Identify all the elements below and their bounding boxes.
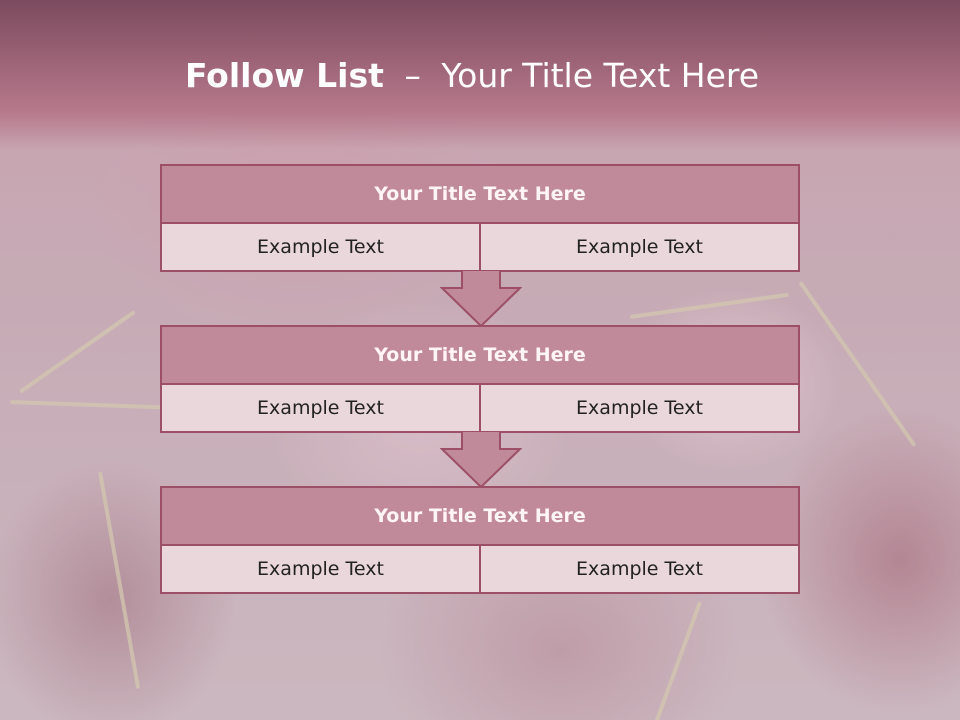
block-row: Example Text Example Text bbox=[162, 546, 798, 592]
block-cell-left: Example Text bbox=[257, 397, 384, 419]
list-block-2: Your Title Text Here Example Text Exampl… bbox=[160, 325, 800, 433]
block-cell-left: Example Text bbox=[257, 558, 384, 580]
down-arrow-icon bbox=[440, 270, 522, 328]
block-cell-right: Example Text bbox=[479, 385, 798, 431]
slide-title: Follow List – Your Title Text Here bbox=[0, 56, 944, 95]
block-cell-right: Example Text bbox=[479, 224, 798, 270]
block-heading: Your Title Text Here bbox=[162, 327, 798, 385]
block-cell-right: Example Text bbox=[479, 546, 798, 592]
block-cell-left: Example Text bbox=[257, 236, 384, 258]
list-block-1: Your Title Text Here Example Text Exampl… bbox=[160, 164, 800, 272]
block-row: Example Text Example Text bbox=[162, 385, 798, 431]
header-band bbox=[0, 0, 960, 150]
block-heading: Your Title Text Here bbox=[162, 488, 798, 546]
list-block-3: Your Title Text Here Example Text Exampl… bbox=[160, 486, 800, 594]
down-arrow-icon bbox=[440, 431, 522, 489]
title-dash: – bbox=[404, 56, 421, 95]
title-rest: Your Title Text Here bbox=[441, 56, 760, 95]
block-heading: Your Title Text Here bbox=[162, 166, 798, 224]
title-bold: Follow List bbox=[184, 56, 384, 95]
block-row: Example Text Example Text bbox=[162, 224, 798, 270]
